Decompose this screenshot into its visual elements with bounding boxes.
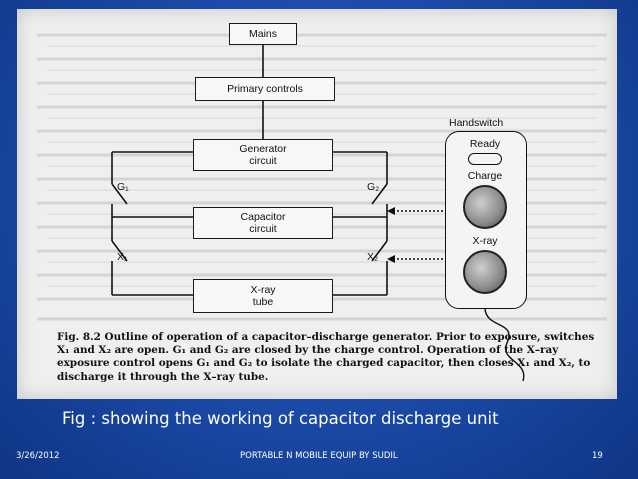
- switch-x2-label: X₂: [367, 251, 379, 263]
- generator-label-line2: circuit: [249, 155, 277, 167]
- scanned-figure: Mains Primary controls Generator circuit…: [17, 9, 617, 399]
- capacitor-label-line2: circuit: [249, 223, 277, 235]
- figure-description: Fig : showing the working of capacitor d…: [62, 409, 499, 428]
- ready-indicator: [468, 153, 502, 165]
- caption-line-3: exposure control opens G₁ and G₂ to isol…: [57, 357, 591, 370]
- charge-button: [463, 185, 507, 229]
- primary-controls-label: Primary controls: [227, 83, 303, 95]
- caption-line-4: discharge it through the X–ray tube.: [57, 370, 269, 383]
- capacitor-circuit-box: Capacitor circuit: [193, 207, 333, 239]
- primary-controls-box: Primary controls: [195, 77, 335, 101]
- switch-g1-label: G₁: [117, 181, 129, 193]
- switch-g2-label: G₂: [367, 181, 380, 193]
- charge-label: Charge: [467, 170, 503, 182]
- mains-label: Mains: [248, 28, 277, 40]
- xray-tube-label-line1: X-ray: [250, 284, 276, 296]
- footer-title: PORTABLE N MOBILE EQUIP BY SUDIL: [240, 451, 398, 461]
- xray-tube-box: X-ray tube: [193, 279, 333, 313]
- slide-number: 19: [592, 451, 603, 461]
- handswitch-title: Handswitch: [449, 117, 504, 129]
- generator-label-line1: Generator: [239, 143, 287, 155]
- caption-line-2: X₁ and X₂ are open. G₁ and G₂ are closed…: [57, 344, 559, 357]
- switch-x1-label: X₁: [117, 251, 128, 263]
- footer-date: 3/26/2012: [16, 451, 60, 461]
- xray-exposure-button: [463, 250, 507, 294]
- circuit-wiring: [111, 45, 525, 382]
- caption-line-1: Fig. 8.2 Outline of operation of a capac…: [57, 331, 595, 343]
- capacitor-label-line1: Capacitor: [240, 211, 286, 223]
- ready-label: Ready: [469, 138, 501, 150]
- xray-tube-label-line2: tube: [252, 296, 274, 308]
- generator-circuit-box: Generator circuit: [193, 139, 333, 171]
- figure-caption: Fig. 8.2 Outline of operation of a capac…: [57, 331, 617, 384]
- handswitch-panel: Ready Charge X-ray: [445, 131, 527, 309]
- mains-box: Mains: [229, 23, 297, 45]
- xray-button-label: X-ray: [472, 235, 498, 247]
